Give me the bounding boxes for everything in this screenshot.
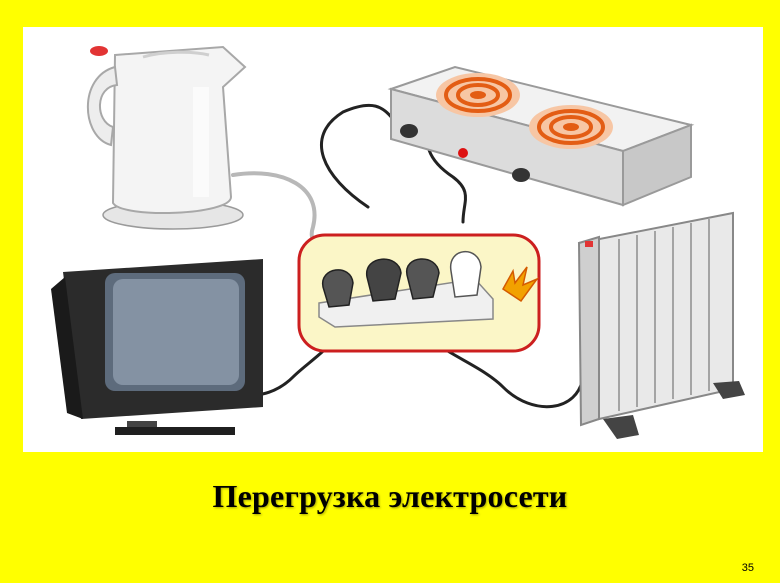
spark-icon: [502, 266, 540, 303]
tv-icon: [51, 259, 263, 435]
power-strip-icon: [297, 233, 541, 353]
overload-illustration: [23, 27, 763, 452]
radiator-icon: [577, 211, 745, 439]
hot-plate-icon: [387, 65, 695, 207]
slide-title: Перегрузка электросети: [212, 478, 568, 514]
kettle-icon: [86, 45, 247, 230]
page-number: 35: [741, 562, 754, 574]
